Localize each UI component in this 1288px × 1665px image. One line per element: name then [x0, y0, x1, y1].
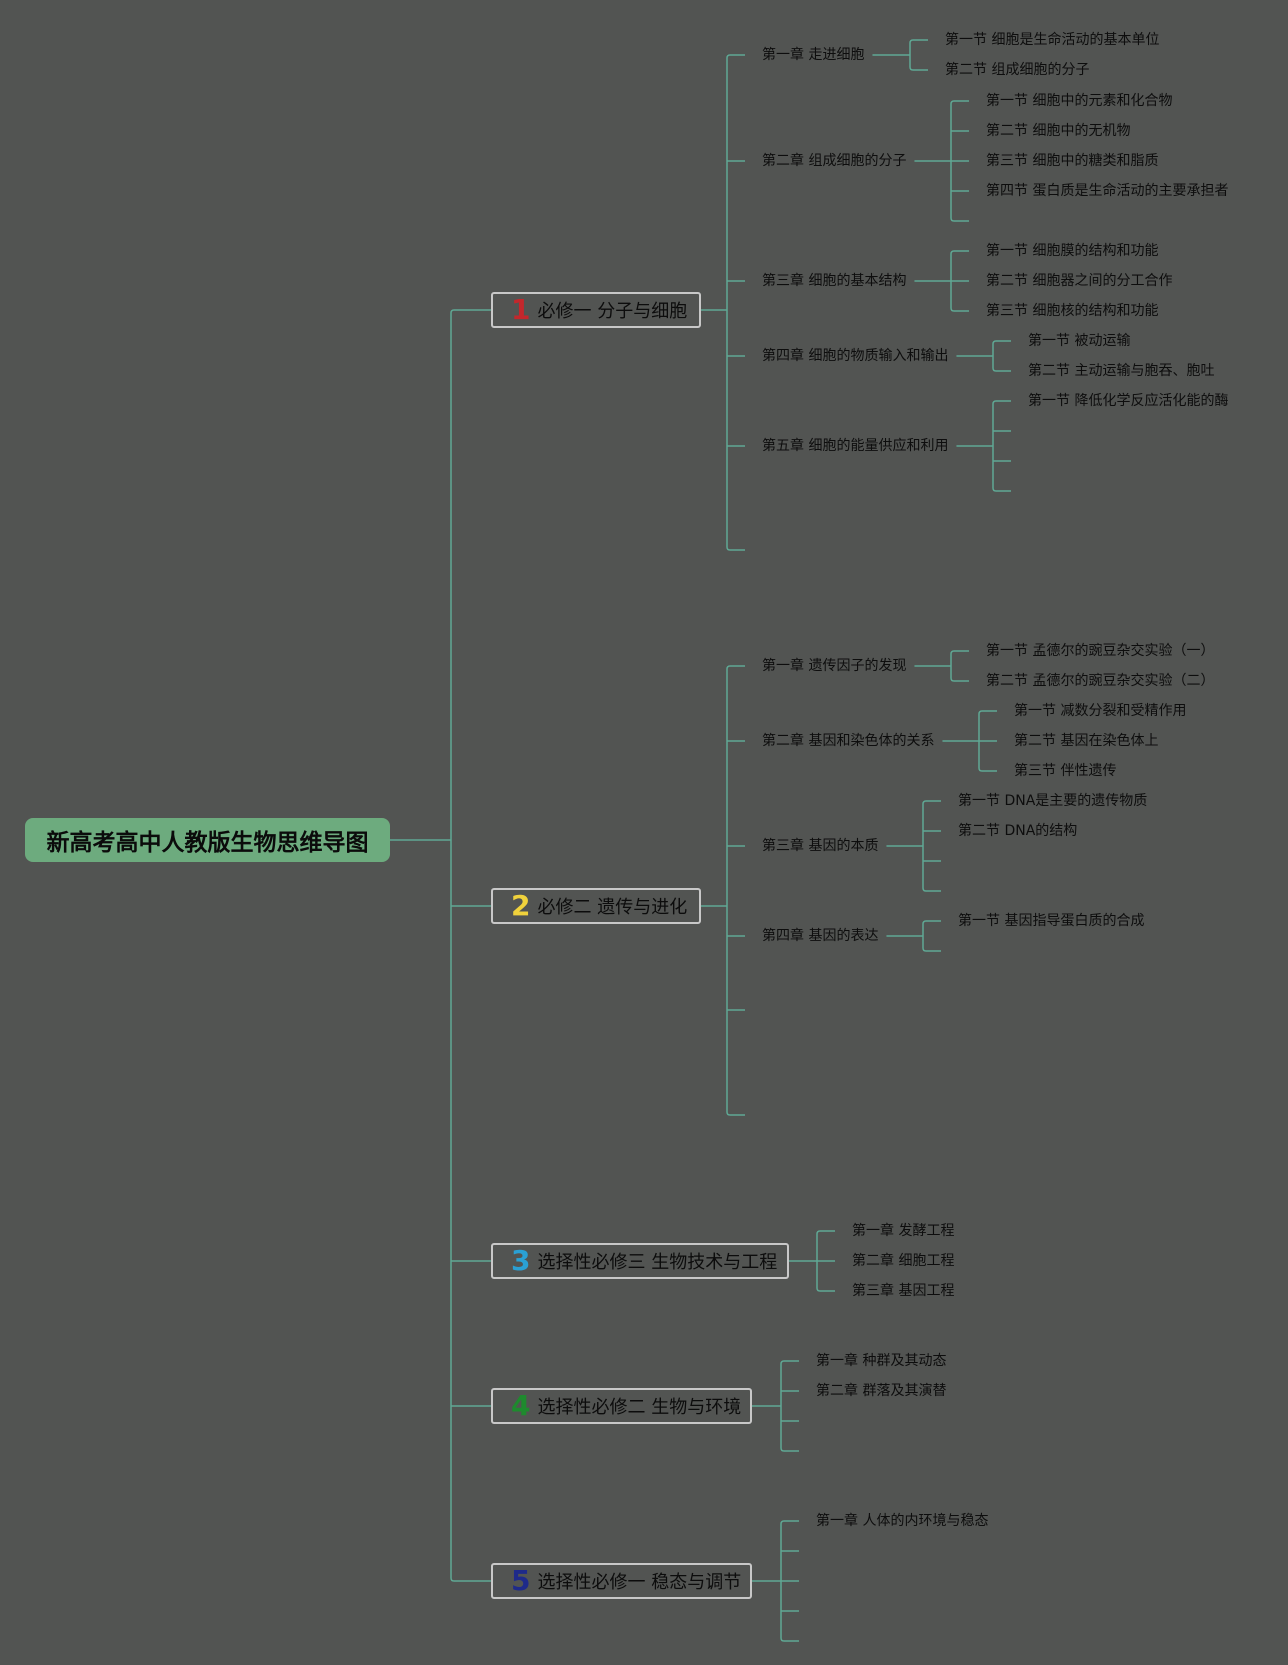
chapter-node[interactable]: 第二章 群落及其演替 — [816, 1383, 947, 1399]
section-node[interactable]: 第一节 基因指导蛋白质的合成 — [958, 913, 1145, 929]
module-number: 4 — [511, 1389, 531, 1422]
module-node-5[interactable]: 5 选择性必修一 稳态与调节 — [491, 1563, 752, 1599]
module-number: 1 — [511, 293, 531, 326]
section-node[interactable]: 第一节 细胞膜的结构和功能 — [986, 243, 1159, 259]
chapter-node[interactable]: 第一章 种群及其动态 — [816, 1353, 947, 1369]
section-node[interactable]: 第一节 降低化学反应活化能的酶 — [1028, 393, 1229, 409]
section-node[interactable]: 第四节 蛋白质是生命活动的主要承担者 — [986, 183, 1229, 199]
root-node[interactable]: 新高考高中人教版生物思维导图 — [25, 818, 390, 862]
module-title: 选择性必修一 稳态与调节 — [537, 1572, 742, 1593]
section-node[interactable]: 第三节 伴性遗传 — [1014, 763, 1117, 779]
section-node[interactable]: 第二节 DNA的结构 — [958, 823, 1078, 839]
section-node[interactable]: 第一节 减数分裂和受精作用 — [1014, 703, 1187, 719]
section-node[interactable]: 第二节 细胞中的无机物 — [986, 123, 1131, 139]
section-node[interactable]: 第一节 被动运输 — [1028, 333, 1131, 349]
module-node-1[interactable]: 1 必修一 分子与细胞 — [491, 292, 701, 328]
chapter-node[interactable]: 第四章 细胞的物质输入和输出 — [762, 348, 949, 364]
module-number: 2 — [511, 889, 531, 922]
chapter-node[interactable]: 第三章 基因工程 — [852, 1283, 955, 1299]
module-node-2[interactable]: 2 必修二 遗传与进化 — [491, 888, 701, 924]
module-node-4[interactable]: 4 选择性必修二 生物与环境 — [491, 1388, 752, 1424]
section-node[interactable]: 第二节 组成细胞的分子 — [945, 62, 1090, 78]
section-node[interactable]: 第一节 细胞是生命活动的基本单位 — [945, 32, 1160, 48]
chapter-node[interactable]: 第一章 发酵工程 — [852, 1223, 955, 1239]
section-node[interactable]: 第一节 孟德尔的豌豆杂交实验（一） — [986, 643, 1215, 659]
chapter-node[interactable]: 第五章 细胞的能量供应和利用 — [762, 438, 949, 454]
chapter-node[interactable]: 第三章 基因的本质 — [762, 838, 879, 854]
module-title: 选择性必修三 生物技术与工程 — [537, 1252, 778, 1273]
section-node[interactable]: 第一节 细胞中的元素和化合物 — [986, 93, 1173, 109]
section-node[interactable]: 第三节 细胞核的结构和功能 — [986, 303, 1159, 319]
module-node-3[interactable]: 3 选择性必修三 生物技术与工程 — [491, 1243, 789, 1279]
chapter-node[interactable]: 第二章 组成细胞的分子 — [762, 153, 907, 169]
chapter-node[interactable]: 第四章 基因的表达 — [762, 928, 879, 944]
module-title: 选择性必修二 生物与环境 — [537, 1397, 742, 1418]
chapter-node[interactable]: 第一章 走进细胞 — [762, 47, 865, 63]
chapter-node[interactable]: 第一章 人体的内环境与稳态 — [816, 1513, 989, 1529]
section-node[interactable]: 第二节 孟德尔的豌豆杂交实验（二） — [986, 673, 1215, 689]
section-node[interactable]: 第二节 细胞器之间的分工合作 — [986, 273, 1173, 289]
chapter-node[interactable]: 第二章 基因和染色体的关系 — [762, 733, 935, 749]
section-node[interactable]: 第二节 基因在染色体上 — [1014, 733, 1159, 749]
module-number: 3 — [511, 1244, 531, 1277]
chapter-node[interactable]: 第二章 细胞工程 — [852, 1253, 955, 1269]
section-node[interactable]: 第二节 主动运输与胞吞、胞吐 — [1028, 363, 1215, 379]
module-number: 5 — [511, 1564, 531, 1597]
chapter-node[interactable]: 第一章 遗传因子的发现 — [762, 658, 907, 674]
module-title: 必修一 分子与细胞 — [537, 301, 688, 322]
chapter-node[interactable]: 第三章 细胞的基本结构 — [762, 273, 907, 289]
section-node[interactable]: 第一节 DNA是主要的遗传物质 — [958, 793, 1148, 809]
section-node[interactable]: 第三节 细胞中的糖类和脂质 — [986, 153, 1159, 169]
module-title: 必修二 遗传与进化 — [537, 897, 688, 918]
